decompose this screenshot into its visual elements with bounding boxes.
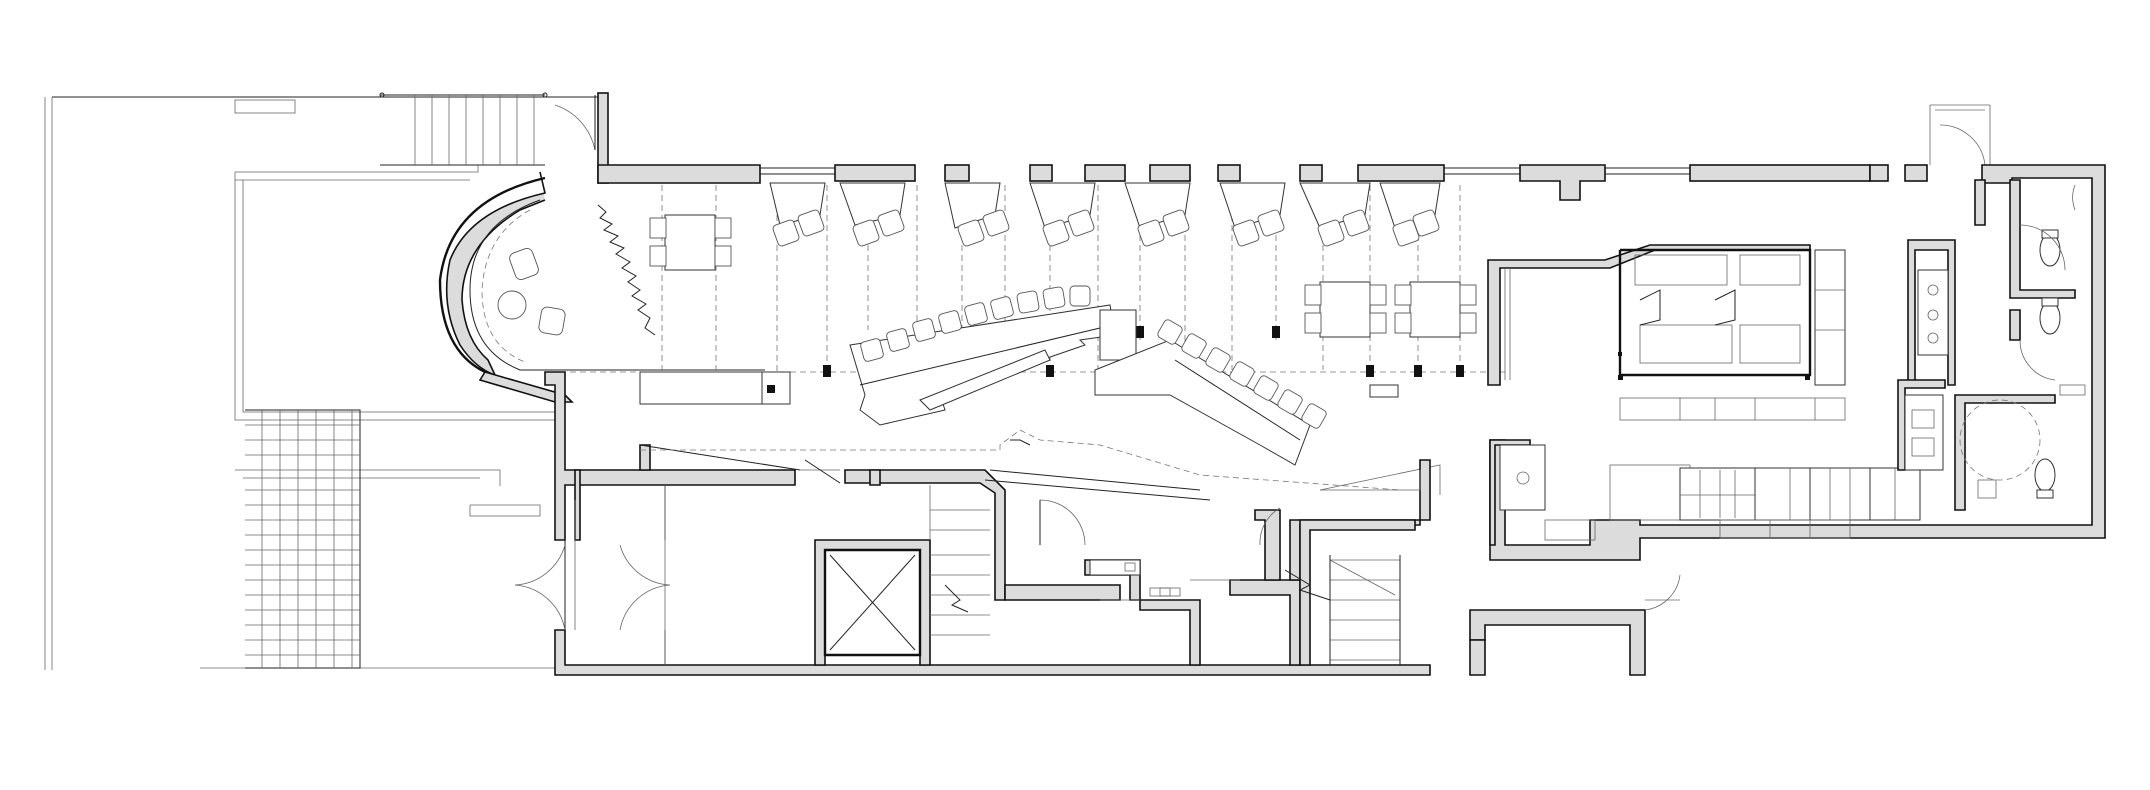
stair-lower-middle — [869, 469, 990, 636]
sink-wall — [1897, 239, 1956, 471]
lower-left-rooms — [514, 469, 671, 665]
kitchen-counters — [1489, 439, 1921, 546]
entry-door — [554, 95, 596, 151]
bar-counter — [849, 285, 1327, 466]
banquette-seating — [769, 182, 1441, 247]
lounge-chair — [497, 247, 566, 336]
dining-tables — [649, 214, 1477, 338]
bottom-right-structure — [1469, 574, 1681, 676]
curved-lounge-bay — [438, 171, 765, 403]
stair-right — [1284, 519, 1416, 666]
exterior-terrace — [44, 96, 600, 670]
curtain — [597, 204, 656, 336]
kitchen — [1487, 244, 1846, 421]
stair-bottom-left — [245, 409, 361, 669]
facade-wall — [597, 92, 2106, 561]
stair-top — [379, 92, 548, 166]
service-wall-upper — [639, 429, 1441, 521]
restrooms — [1954, 179, 2086, 511]
host-stand — [639, 371, 1399, 405]
